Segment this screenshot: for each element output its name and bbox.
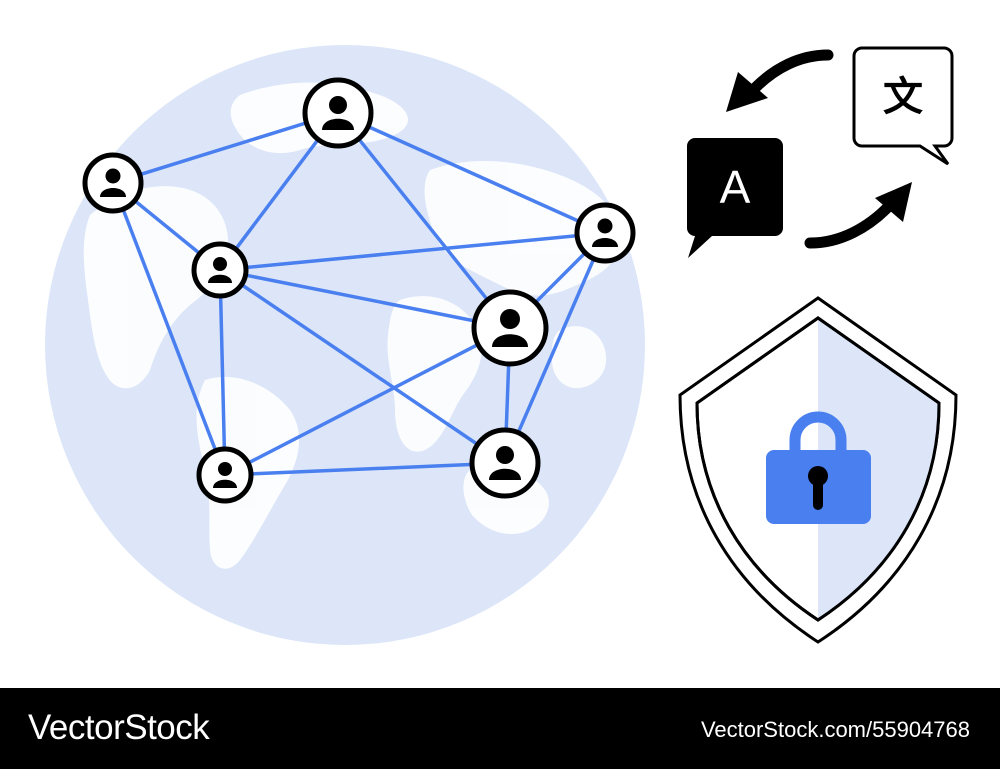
user-node-3 bbox=[191, 241, 249, 299]
padlock-icon bbox=[766, 411, 871, 524]
user-node-7 bbox=[469, 427, 541, 499]
translate-icon: A 文 bbox=[687, 46, 954, 258]
user-node-6 bbox=[196, 446, 254, 504]
brand-logo: VectorStock bbox=[28, 708, 210, 747]
target-glyph: 文 bbox=[883, 74, 923, 120]
illustration: A 文 bbox=[45, 45, 958, 645]
stock-id: VectorStock.com/55904768 bbox=[700, 717, 970, 742]
source-letter: A bbox=[720, 161, 751, 213]
watermark-footer: VectorStock VectorStock.com/55904768 bbox=[0, 688, 1000, 769]
user-node-5 bbox=[471, 289, 549, 367]
user-node-4 bbox=[574, 202, 636, 264]
user-node-2 bbox=[82, 152, 144, 214]
user-node-1 bbox=[302, 77, 374, 149]
